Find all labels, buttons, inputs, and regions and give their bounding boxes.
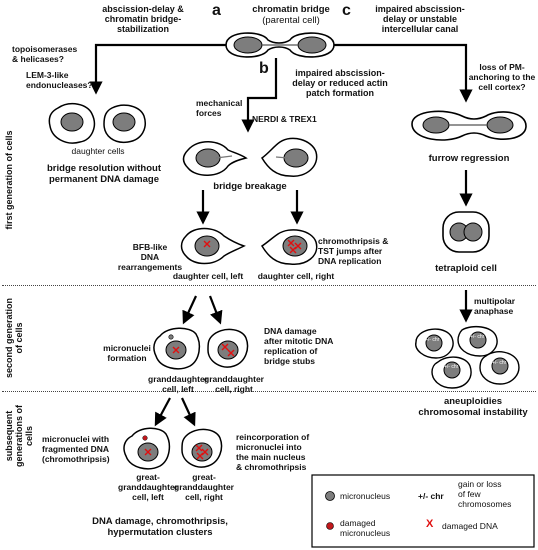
great-granddaughter-left-label: great- granddaughter cell, left [118, 472, 178, 502]
chr-label-1: +/- chr [425, 337, 440, 343]
arrow-path-c [334, 43, 473, 103]
path-b-letter: b [259, 60, 269, 77]
daughter-cells-label: daughter cells [71, 146, 125, 156]
subsequent-generations-label: subsequent generations of cells [4, 405, 34, 468]
furrow-regression-cell [411, 110, 527, 141]
great-granddaughter-cells [123, 427, 223, 470]
lem-text: LEM-3-like endonucleases? [26, 70, 93, 90]
bfb-text: BFB-like DNA rearrangements [117, 242, 183, 272]
path-a-letter: a [212, 2, 221, 19]
arrow-gen2-right [208, 295, 223, 325]
separator-2 [2, 391, 536, 392]
arrow-gen3-right [181, 397, 196, 427]
great-granddaughter-right-label: great- granddaughter cell, right [174, 472, 234, 502]
path-b-text: impaired abscission- delay or reduced ac… [292, 68, 388, 98]
micronuclei-fragmented-text: micronuclei with fragmented DNA (chromot… [42, 434, 110, 464]
arrow-path-b [241, 58, 278, 133]
legend-micronucleus-icon [325, 491, 335, 501]
granddaughter-left-label: granddaughter cell, left [148, 374, 208, 394]
path-c-letter: c [342, 2, 351, 19]
granddaughter-cells [153, 327, 249, 370]
dna-damage-text: DNA damage after mitotic DNA replication… [264, 326, 334, 366]
bridge-breakage-label: bridge breakage [213, 181, 287, 192]
aneuploidies-label: aneuploidies chromosomal instability [418, 396, 528, 418]
legend-damaged-dna-symbol: X [426, 518, 434, 530]
daughter-right-label: daughter cell, right [257, 271, 335, 281]
chr-label-2: +/- chr [470, 334, 485, 340]
bridge-subtitle: (parental cell) [262, 15, 320, 26]
legend-damaged-micronucleus-icon [326, 522, 334, 530]
legend-chr-symbol: +/- chr [418, 491, 444, 501]
furrow-regression-label: furrow regression [428, 153, 510, 164]
chr-label-4: +/- chr [492, 360, 507, 366]
arrow-gen3-left [154, 397, 171, 427]
mechanical-forces-text: mechanical forces [196, 98, 243, 118]
reincorporation-text: reincorporation of micronuclei into the … [236, 432, 310, 472]
tetraploid-label: tetraploid cell [435, 263, 497, 274]
granddaughter-right-label: granddaughter cell, right [204, 374, 264, 394]
final-outcome-label: DNA damage, chromothripsis, hypermutatio… [92, 516, 228, 538]
chromothripsis-tst-text: chromothripsis & TST jumps after DNA rep… [318, 236, 389, 266]
bridge-title: chromatin bridge [252, 4, 330, 15]
bridge-breakage-cells [182, 137, 318, 177]
multipolar-text: multipolar anaphase [474, 296, 516, 316]
separator-1 [2, 285, 536, 286]
resolution-label: bridge resolution without permanent DNA … [47, 163, 161, 185]
legend-box [311, 474, 535, 548]
path-a-text: abscission-delay & chromatin bridge- sta… [102, 4, 184, 34]
loss-pm-text: loss of PM- anchoring to the cell cortex… [468, 62, 536, 92]
legend-damaged-micronucleus-label: damaged micronucleus [340, 518, 391, 538]
nerdi-text: NERDI & TREX1 [252, 114, 317, 124]
daughter-cells-left [48, 102, 146, 144]
tetraploid-cell [442, 211, 490, 253]
daughter-left-label: daughter cell, left [172, 271, 244, 281]
arrow-gen2-left [182, 295, 197, 325]
legend-micronucleus-label: micronucleus [340, 491, 391, 501]
legend-damaged-dna-label: damaged DNA [442, 521, 498, 531]
topo-text: topoisomerases & helicases? [12, 44, 78, 64]
path-c-text: impaired abscission- delay or unstable i… [375, 4, 465, 34]
daughter-cells-damaged [180, 227, 318, 265]
arrow-path-a [89, 43, 226, 95]
parental-cell [225, 32, 335, 58]
chr-label-3: +/- chr [444, 364, 459, 370]
aneuploid-cells [415, 325, 520, 389]
legend-chr-text: gain or loss of few chromosomes [458, 479, 512, 509]
second-generation-label: second generation of cells [4, 297, 24, 378]
micronuclei-formation-text: micronuclei formation [103, 343, 151, 363]
first-generation-label: first generation of cells [4, 130, 14, 230]
